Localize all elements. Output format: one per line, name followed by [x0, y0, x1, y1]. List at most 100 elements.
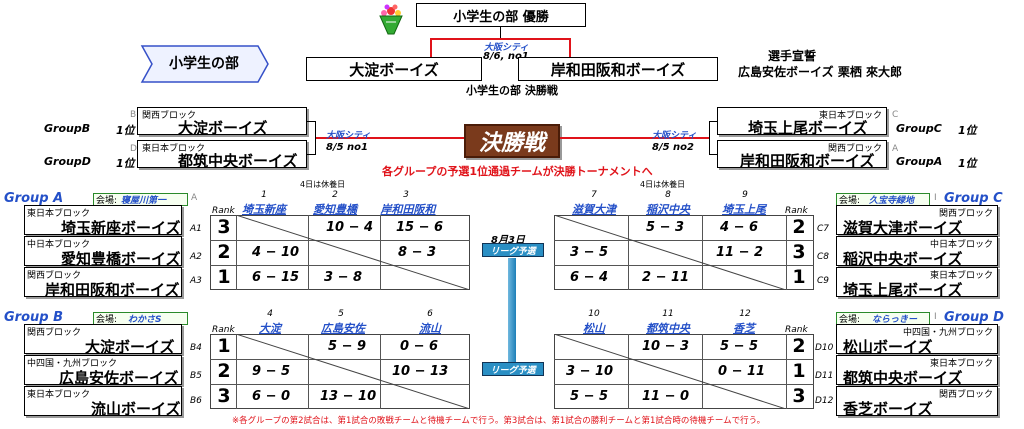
semi-left-2-box: 東日本ブロック 都筑中央ボーイズ [137, 140, 307, 170]
final-tournament-banner: 決勝戦 [464, 124, 560, 158]
group-c-col1-num: 7 [591, 190, 597, 200]
group-a-score-2-1: 4 − 10 [252, 245, 300, 260]
final-venue: 大阪シティ [484, 43, 529, 53]
group-b-team-3: 東日本ブロック 流山ボーイズ [24, 386, 182, 418]
group-c-venue: 久宝寺緑地 [869, 196, 915, 206]
group-d-score-3-1: 5 − 5 [570, 389, 609, 404]
league-label-bottom: リーグ予選 [482, 362, 544, 376]
semi-right-2-team: 岸和田阪和ボーイズ [740, 152, 875, 170]
semi-left-1-team: 大淀ボーイズ [178, 119, 268, 137]
group-d-team-2-name: 都筑中央ボーイズ [843, 369, 963, 387]
group-d-col1-name: 松山 [583, 322, 605, 335]
group-b-col2-name: 広島安佐 [321, 322, 365, 335]
group-a-score-2-3: 8 − 3 [398, 245, 437, 260]
group-d-team-3-name: 香芝ボーイズ [843, 400, 933, 418]
group-c-rank-1: 2 [792, 216, 806, 238]
group-d-team-1-block: 中四国・九州ブロック [902, 328, 993, 338]
semi-left-2-letter: D [130, 144, 137, 154]
group-b-score-3-2: 13 − 10 [320, 389, 377, 404]
advance-notice: 各グループの予選1位通過チームが決勝トーナメントへ [382, 165, 653, 178]
group-b-col1-name: 大淀 [259, 322, 281, 335]
group-d-score-1-2: 10 − 3 [642, 339, 690, 354]
group-b-code-3: B6 [190, 396, 202, 406]
semi-right-venue: 大阪シティ [652, 131, 697, 141]
group-d-title: Group D [944, 310, 1004, 325]
group-d-code-2: D11 [815, 371, 834, 381]
group-d-rank-label: Rank [785, 325, 808, 335]
semi-right-2-rank: 1位 [958, 157, 977, 170]
group-c-col3-num: 9 [742, 190, 748, 200]
semi-right-2-box: 関西ブロック 岸和田阪和ボーイズ [717, 140, 887, 170]
group-b-col2-num: 5 [338, 309, 344, 319]
group-c-team-1-block: 関西ブロック [938, 209, 993, 219]
group-b-title: Group B [4, 310, 64, 325]
group-a-score-1-3: 15 − 6 [396, 220, 444, 235]
semi-left-2-rank: 1位 [116, 157, 135, 170]
group-a-score-3-1: 6 − 15 [252, 270, 300, 285]
group-c-venue-label: 会場: [839, 196, 861, 206]
group-a-rank-2: 2 [217, 241, 231, 263]
group-d-code-3: D12 [815, 396, 834, 406]
semi-right-1-group: GroupC [896, 122, 942, 135]
group-a-col1-num: 1 [261, 190, 267, 200]
group-d-col1-num: 10 [588, 309, 600, 319]
group-c-col2-name: 稲沢中央 [646, 203, 690, 216]
semi-right-match: 8/5 no2 [652, 142, 694, 153]
group-b-col3-name: 流山 [419, 322, 441, 335]
group-b-col1-num: 4 [267, 309, 273, 319]
league-label-top: リーグ予選 [482, 243, 544, 257]
oath-text: 広島安佐ボーイズ 栗栖 來大郎 [738, 65, 902, 79]
group-b-team-2-block: 中四国・九州ブロック [27, 359, 118, 369]
group-d-rank-1: 2 [792, 335, 806, 357]
semi-left-2-group: GroupD [44, 155, 91, 168]
semi-right-1-team: 埼玉上尾ボーイズ [748, 119, 868, 137]
group-b-team-2: 中四国・九州ブロック 広島安佐ボーイズ [24, 355, 182, 387]
group-b-team-1-block: 関西ブロック [27, 328, 82, 338]
group-d-letter-hint: I [934, 312, 937, 322]
group-a-venue-label: 会場: [96, 196, 118, 206]
semi-left-1-rank: 1位 [116, 124, 135, 137]
group-a-team-3: 関西ブロック 岸和田阪和ボーイズ [24, 267, 182, 299]
group-c-team-3: 東日本ブロック 埼玉上尾ボーイズ [836, 267, 998, 299]
group-c-score-1-2: 5 − 3 [646, 220, 685, 235]
group-b-rank-1: 1 [217, 335, 231, 357]
group-b-score-2-1: 9 − 5 [252, 364, 291, 379]
semi-left-1-box: 関西ブロック 大淀ボーイズ [137, 107, 307, 137]
semi-right-1-box: 東日本ブロック 埼玉上尾ボーイズ [717, 107, 887, 137]
group-d-score-1-3: 5 − 5 [720, 339, 759, 354]
group-b-rank-label: Rank [212, 325, 235, 335]
group-a-letter-hint: A [191, 193, 198, 203]
group-a-title: Group A [4, 191, 64, 206]
group-c-rest-note: 4日は休養日 [640, 180, 686, 189]
group-a-code-1: A1 [190, 224, 202, 234]
group-c-code-3: C9 [817, 276, 830, 286]
group-c-score-3-1: 6 − 4 [570, 270, 609, 285]
semi-left-2-team: 都筑中央ボーイズ [178, 152, 298, 170]
group-d-col3-num: 12 [739, 309, 751, 319]
group-d-code-1: D10 [815, 343, 834, 353]
group-c-letter-hint: I [934, 193, 937, 203]
group-a-rank-3: 1 [217, 266, 231, 288]
group-a-team-1: 東日本ブロック 埼玉新座ボーイズ [24, 205, 182, 237]
oath-label: 選手宣誓 [768, 49, 817, 63]
final-team-left: 大淀ボーイズ [306, 57, 482, 81]
group-b-rank-3: 3 [217, 385, 231, 407]
group-a-rest-note: 4日は休養日 [300, 180, 346, 189]
group-d-col2-num: 11 [662, 309, 674, 319]
group-c-col1-name: 滋賀大津 [572, 203, 616, 216]
group-a-col3-name: 岸和田阪和 [380, 203, 436, 216]
group-a-team-2: 中日本ブロック 愛知豊橋ボーイズ [24, 236, 182, 268]
group-b-team-1-name: 大淀ボーイズ [85, 338, 175, 356]
group-a-col2-name: 愛知豊橋 [313, 203, 357, 216]
group-a-col3-num: 3 [403, 190, 409, 200]
semi-right-1-block: 東日本ブロック [818, 111, 882, 121]
group-c-score-1-3: 4 − 6 [720, 220, 759, 235]
semi-right-1-letter: C [892, 110, 899, 120]
group-a-col1-name: 埼玉新座 [242, 203, 286, 216]
group-a-venue: 寝屋川第一 [121, 196, 167, 206]
semi-left-1-group: GroupB [44, 122, 91, 135]
group-b-venue: わかさS [128, 315, 162, 325]
elementary-division-badge [140, 44, 270, 84]
group-b-code-1: B4 [190, 343, 202, 353]
league-date: 8月3日 [491, 235, 525, 246]
